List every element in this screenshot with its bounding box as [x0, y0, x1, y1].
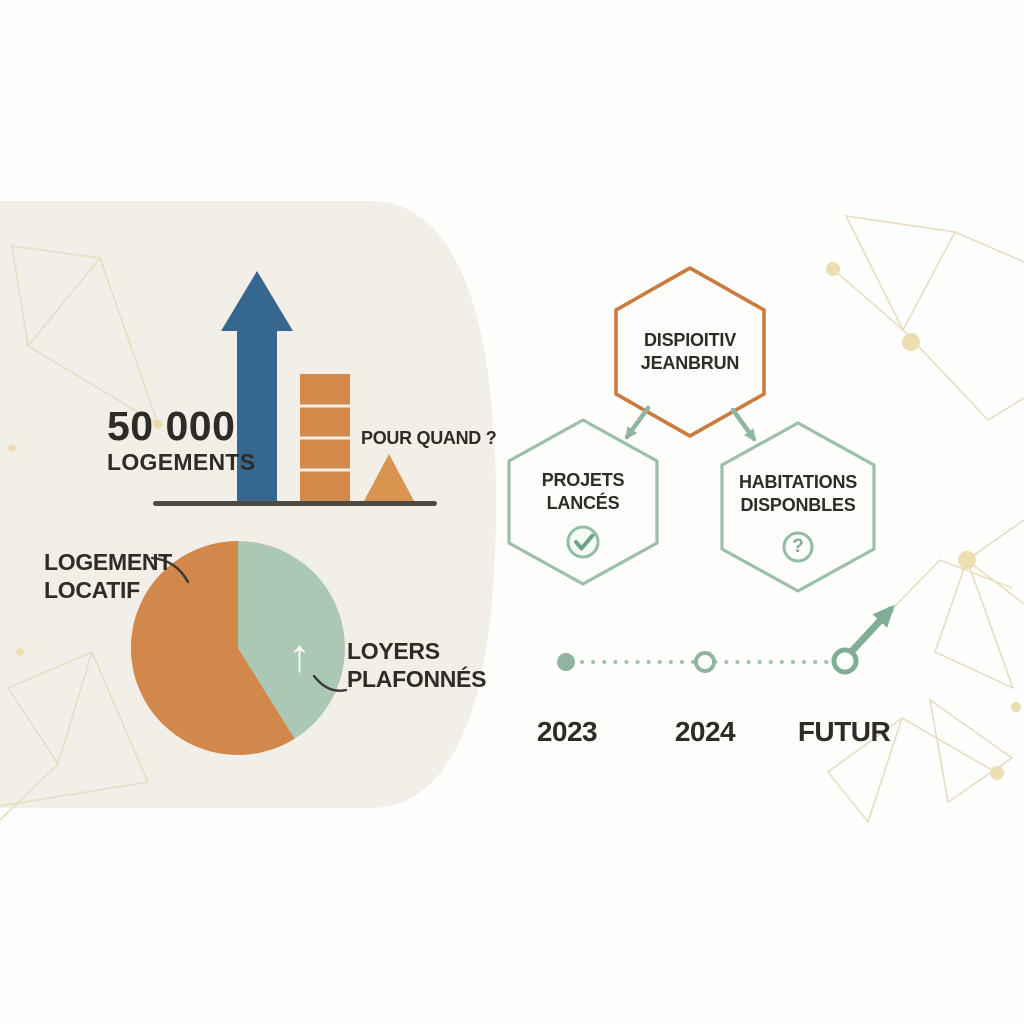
pie-label-right-line2: PLAFONNÉS: [347, 666, 487, 693]
future-arrow: [849, 604, 895, 654]
hexagon-right-line1: HABITATIONS: [738, 472, 858, 492]
timeline-node-futur: [831, 647, 859, 675]
pie-label-left-line1: LOGEMENT: [44, 549, 172, 575]
flow-arrows: [624, 405, 757, 442]
question-icon: [782, 531, 814, 563]
label-connectors: [150, 556, 348, 692]
growth-chart: [153, 271, 437, 506]
hexagon-left: [507, 418, 659, 586]
pie-label-right: LOYERS PLAFONNÉS: [347, 637, 486, 693]
hexagon-right-label: HABITATIONS DISPONBLES: [720, 471, 876, 518]
pie-label-left: LOGEMENT LOCATIF: [44, 548, 172, 604]
pie-label-right-line1: LOYERS: [347, 638, 440, 664]
timeline-node-2024: [694, 651, 716, 673]
hexagon-root-line1: DISPIOITIV: [643, 330, 737, 350]
hexagon-right-line2: DISPONBLES: [740, 495, 856, 516]
chart-baseline: [153, 501, 437, 506]
check-icon: [566, 525, 600, 559]
background-network-dots: [8, 262, 1021, 780]
stat-value: 50 000: [107, 403, 236, 449]
flow-hexagons: [507, 266, 876, 593]
pie-slice-orange: [130, 541, 295, 755]
pie-chart: [130, 541, 345, 755]
orange-triangle: [364, 454, 414, 501]
hexagon-left-line2: LANCÉS: [546, 493, 620, 514]
pie-label-left-line2: LOCATIF: [44, 577, 140, 604]
hexagon-root-line2: JEANBRUN: [640, 353, 740, 374]
arrow-to-left-hexagon: [624, 405, 651, 440]
hexagon-left-label: PROJETS LANCÉS: [509, 469, 657, 516]
question-label: POUR QUAND ?: [361, 428, 497, 448]
hexagon-root-label: DISPIOITIV JEANBRUN: [616, 329, 764, 376]
stat-label: LOGEMENTS: [107, 449, 256, 475]
hexagon-left-line1: PROJETS: [541, 470, 625, 490]
timeline-label-2024: 2024: [674, 716, 736, 747]
timeline-label-2023: 2023: [536, 716, 598, 747]
hexagon-right: [720, 421, 876, 593]
blue-up-arrow: [221, 271, 293, 501]
arrow-to-right-hexagon: [730, 407, 757, 442]
hexagon-root: [614, 266, 766, 438]
timeline-label-futur: FUTUR: [797, 716, 891, 747]
pie-slice-sage: [238, 541, 345, 739]
question-icon-glyph: ?: [792, 536, 804, 557]
timeline-node-2023: [557, 653, 575, 671]
up-arrow-icon: ↑: [288, 629, 311, 681]
background-network: [0, 214, 1024, 824]
timeline: [557, 604, 895, 675]
bar-segment-dividers: [300, 404, 350, 472]
